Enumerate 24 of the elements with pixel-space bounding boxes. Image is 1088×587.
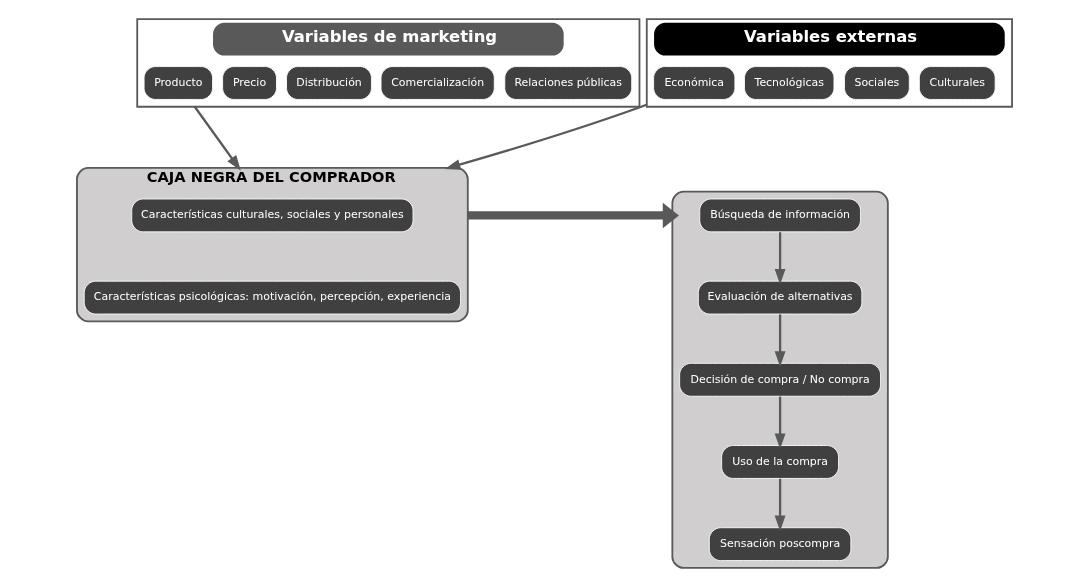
node-box: Producto (143, 66, 213, 100)
node-box: Comercialización (380, 66, 495, 100)
node-box: Características psicológicas: motivación, percepción, experiencia (83, 280, 461, 315)
arrow (444, 103, 647, 170)
node-box: Búsqueda de información (698, 198, 861, 233)
node-box: Características culturales, sociales y personales (130, 198, 413, 233)
node-box: Uso de la compra (720, 445, 839, 479)
node-box: Sensación poscompra (708, 527, 851, 562)
node-box: Tecnológicas (743, 66, 834, 100)
arrow (774, 396, 786, 449)
node-box: Relaciones públicas (503, 66, 632, 100)
node-box: Decisión de compra / No compra (678, 362, 881, 397)
node-box: Evaluación de alternativas (697, 280, 862, 315)
arrow (467, 202, 679, 229)
arrow (774, 314, 786, 367)
arrow (774, 232, 786, 285)
node-box: Culturales (918, 66, 996, 100)
arrow (774, 478, 786, 532)
node-box: Económica (652, 66, 735, 100)
arrow (193, 106, 241, 171)
node-box: Sociales (843, 66, 910, 100)
cluster (670, 190, 889, 569)
node-box: Distribución (285, 66, 372, 100)
node-box: Precio (221, 66, 277, 100)
